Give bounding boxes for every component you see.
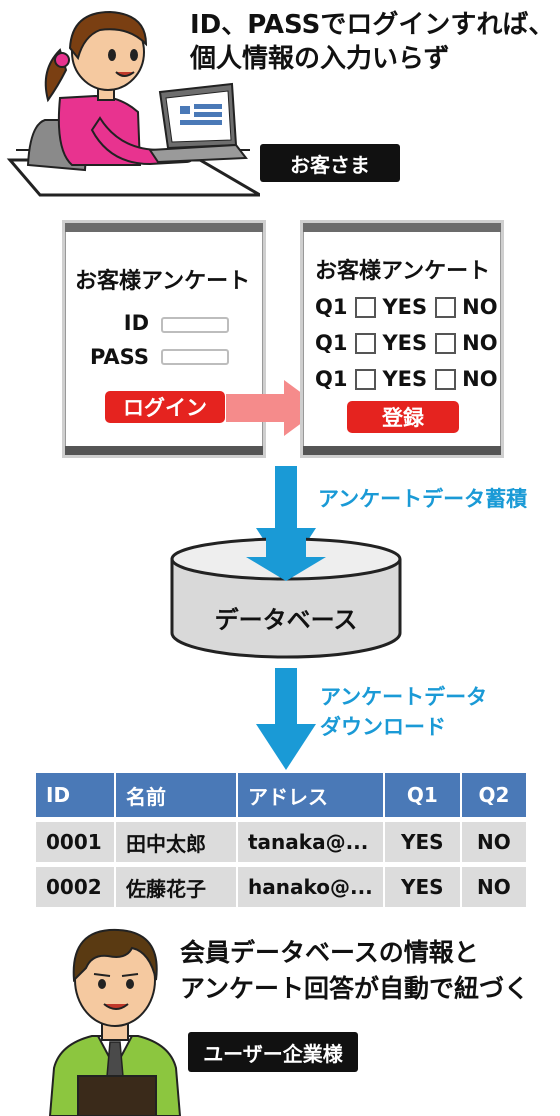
cell-address: tanaka@... — [238, 817, 385, 862]
no-checkbox[interactable] — [435, 368, 457, 390]
column-header-id: ID — [36, 773, 116, 817]
cell-q2: NO — [461, 817, 526, 862]
database-label: データベース — [214, 606, 358, 634]
screen-header-bar — [303, 223, 501, 232]
cell-name: 田中太郎 — [116, 817, 238, 862]
question-label: Q1 — [315, 295, 348, 319]
cell-name: 佐藤花子 — [116, 862, 238, 907]
id-input[interactable] — [161, 317, 229, 333]
table-row: 0001 田中太郎 tanaka@... YES NO — [36, 817, 526, 862]
no-label: NO — [462, 367, 498, 391]
screen-footer-bar — [65, 446, 263, 455]
yes-label: YES — [382, 331, 428, 355]
survey-screen: お客様アンケート Q1 YES NO Q1 YES NO Q1 YES NO 登… — [300, 220, 504, 458]
column-header-q1: Q1 — [384, 773, 462, 817]
customer-headline-line2: 個人情報の入力いらず — [190, 44, 450, 74]
company-headline-line2: アンケート回答が自動で紐づく — [180, 974, 530, 1003]
question-label: Q1 — [315, 331, 348, 355]
customer-headline-line1: ID、PASSでログインすれば、 — [190, 10, 555, 40]
submit-button[interactable]: 登録 — [347, 401, 459, 433]
yes-label: YES — [382, 295, 428, 319]
no-checkbox[interactable] — [435, 296, 457, 318]
screen-footer-bar — [303, 446, 501, 455]
company-tag: ユーザー企業様 — [188, 1032, 358, 1072]
cell-address: hanako@... — [238, 862, 385, 907]
yes-checkbox[interactable] — [355, 332, 377, 354]
customer-tag: お客さま — [260, 144, 400, 182]
yes-checkbox[interactable] — [355, 368, 377, 390]
no-label: NO — [462, 295, 498, 319]
survey-data-table: ID 名前 アドレス Q1 Q2 0001 田中太郎 tanaka@... YE… — [36, 773, 526, 907]
company-headline-line1: 会員データベースの情報と — [180, 938, 479, 967]
company-illustration — [48, 928, 182, 1116]
pass-input[interactable] — [161, 349, 229, 365]
yes-checkbox[interactable] — [355, 296, 377, 318]
survey-screen-title: お客様アンケート — [315, 259, 491, 284]
login-button[interactable]: ログイン — [105, 391, 225, 423]
accumulate-label: アンケートデータ蓄積 — [318, 487, 528, 511]
screen-header-bar — [65, 223, 263, 232]
survey-row: Q1 YES NO — [315, 365, 498, 393]
cell-id: 0001 — [36, 817, 116, 862]
pink-arrow-icon — [226, 380, 322, 436]
download-label-line2: ダウンロード — [320, 715, 446, 739]
survey-row: Q1 YES NO — [315, 329, 498, 357]
cell-q2: NO — [461, 862, 526, 907]
question-label: Q1 — [315, 367, 348, 391]
yes-label: YES — [382, 367, 428, 391]
pass-label: PASS — [89, 345, 149, 369]
blue-arrow-down-icon — [256, 668, 316, 770]
id-label: ID — [123, 311, 149, 335]
column-header-q2: Q2 — [461, 773, 526, 817]
survey-row: Q1 YES NO — [315, 293, 498, 321]
cell-id: 0002 — [36, 862, 116, 907]
table-row: 0002 佐藤花子 hanako@... YES NO — [36, 862, 526, 907]
table-header-row: ID 名前 アドレス Q1 Q2 — [36, 773, 526, 817]
customer-illustration — [6, 10, 260, 197]
cell-q1: YES — [384, 862, 462, 907]
login-screen: お客様アンケート ID PASS ログイン — [62, 220, 266, 458]
database-icon — [170, 535, 402, 659]
column-header-address: アドレス — [238, 773, 385, 817]
cell-q1: YES — [384, 817, 462, 862]
download-label-line1: アンケートデータ — [320, 685, 488, 709]
column-header-name: 名前 — [116, 773, 238, 817]
login-screen-title: お客様アンケート — [75, 269, 251, 294]
no-checkbox[interactable] — [435, 332, 457, 354]
no-label: NO — [462, 331, 498, 355]
